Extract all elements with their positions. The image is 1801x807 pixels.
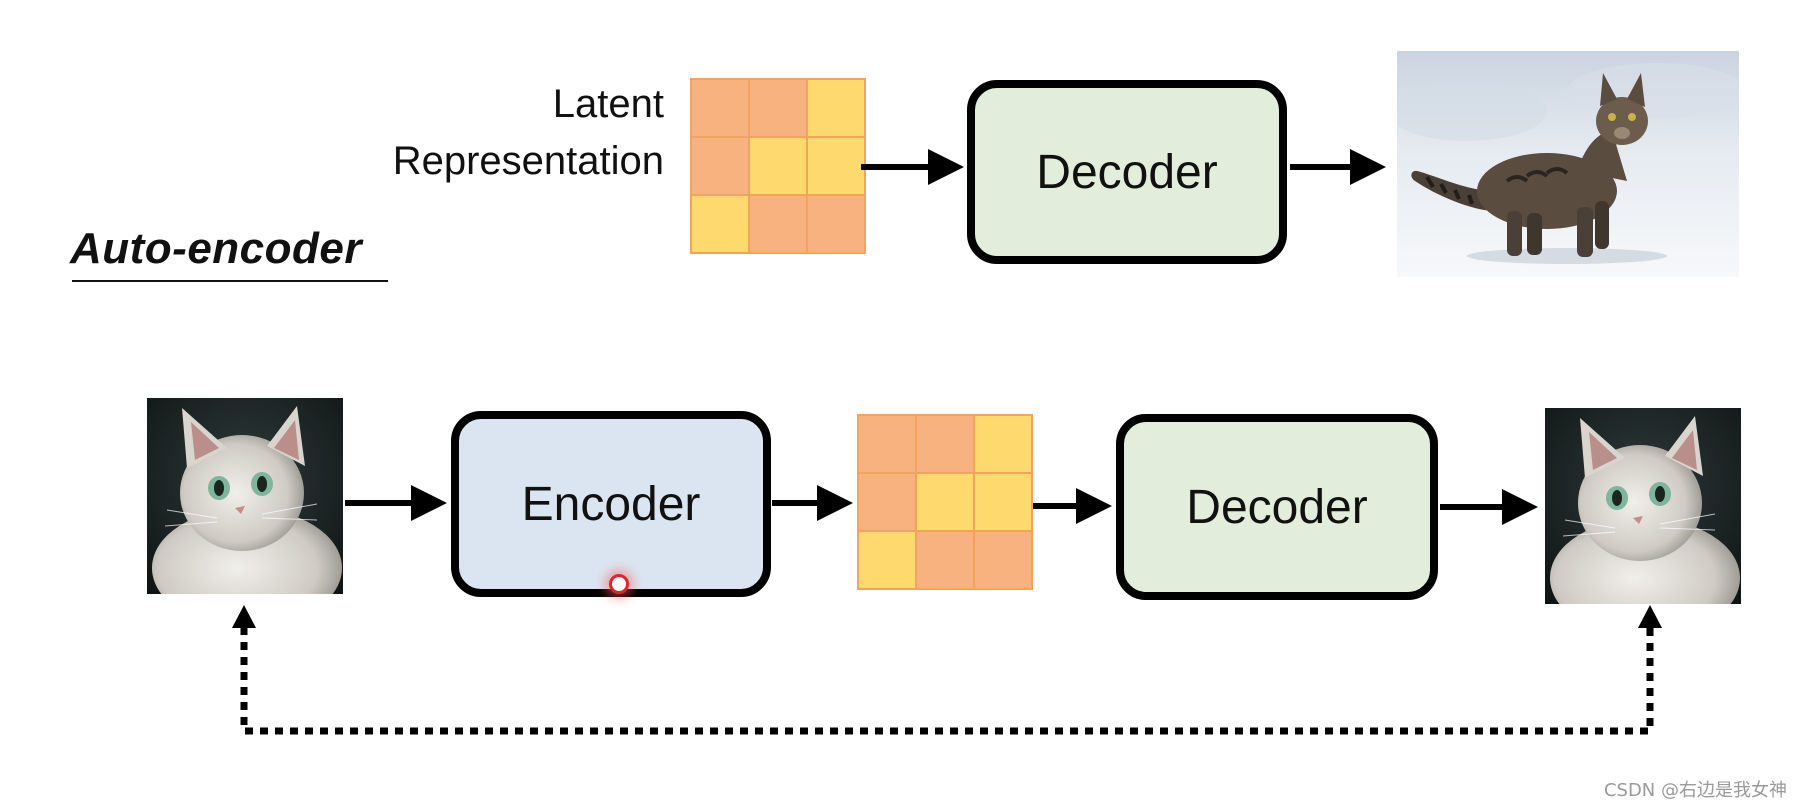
latent-cell-yellow [975, 474, 1031, 530]
encoder-label: Encoder [521, 477, 701, 531]
latent-cell-yellow [975, 416, 1031, 472]
latent-cell-orange [859, 474, 915, 530]
latent-cell-orange [692, 138, 748, 194]
latent-cell-orange [808, 196, 864, 252]
feedback-arrowhead-left [232, 605, 256, 628]
latent-cell-orange [859, 416, 915, 472]
latent-representation-label: Latent Representation [330, 76, 664, 190]
latent-cell-orange [750, 80, 806, 136]
top-decoder-box: Decoder [967, 80, 1287, 264]
input-cat-image [147, 398, 343, 594]
feedback-arrowhead-right [1638, 605, 1662, 628]
latent-label-line1: Latent [552, 82, 664, 126]
output-cat-image [1545, 408, 1741, 604]
latent-cell-orange [750, 196, 806, 252]
laser-pointer-dot [609, 574, 629, 594]
diagram-title: Auto-encoder [70, 224, 362, 273]
title-underline [72, 280, 388, 282]
latent-cell-orange [692, 80, 748, 136]
latent-grid-bottom [857, 414, 1033, 590]
tabby-cat-image [1397, 51, 1739, 277]
latent-cell-yellow [808, 138, 864, 194]
latent-cell-yellow [692, 196, 748, 252]
latent-cell-yellow [750, 138, 806, 194]
latent-cell-orange [975, 532, 1031, 588]
latent-grid-top [690, 78, 866, 254]
latent-cell-orange [917, 416, 973, 472]
watermark: CSDN @右边是我女神 [1603, 780, 1787, 801]
dotted-feedback-loop [240, 627, 1654, 735]
bottom-decoder-box: Decoder [1116, 414, 1438, 600]
latent-cell-yellow [859, 532, 915, 588]
top-decoder-label: Decoder [1036, 145, 1218, 199]
latent-label-line2: Representation [392, 139, 664, 183]
bottom-decoder-label: Decoder [1186, 480, 1368, 534]
latent-cell-orange [917, 532, 973, 588]
latent-cell-yellow [917, 474, 973, 530]
latent-cell-yellow [808, 80, 864, 136]
encoder-box: Encoder [451, 411, 771, 597]
